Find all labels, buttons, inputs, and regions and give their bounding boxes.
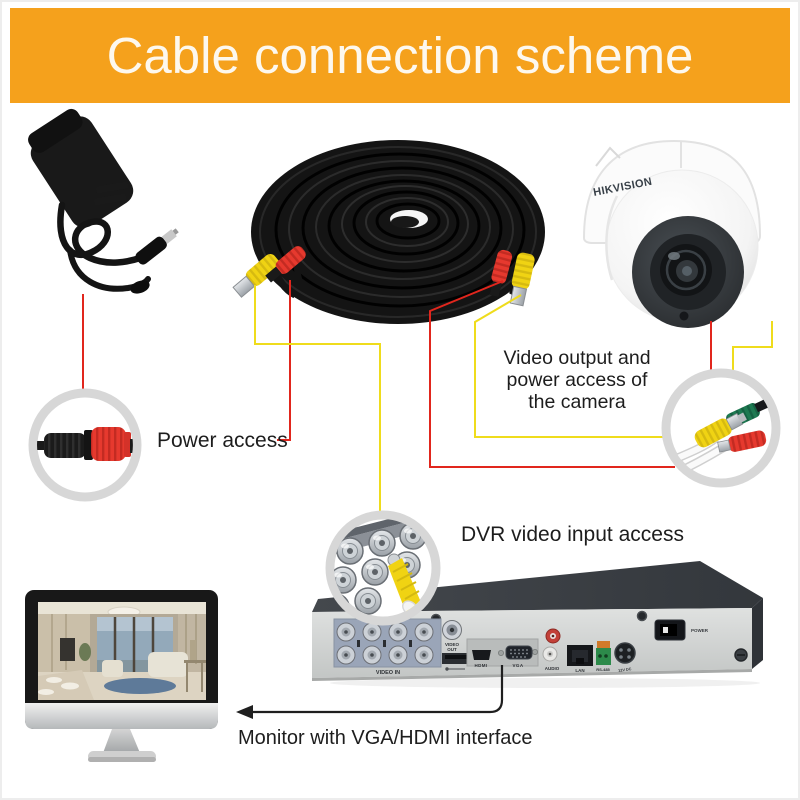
label-power-access: Power access [157,429,288,452]
dvr-vga-label: VGA [513,663,524,668]
dvr-hdmi-port [472,650,491,660]
dvr-input-circle [325,510,441,626]
line-coil-to-camera-circle-red [429,280,675,468]
dvr-video-out-label-2: OUT [447,647,457,652]
usb-icon [445,667,465,671]
arrowhead [236,705,253,719]
page-title: Cable connection scheme [106,27,694,84]
dome-camera: HIKVISION [582,139,762,328]
pigtail-red-connector [717,430,767,453]
dvr-power-label: POWER [691,628,709,633]
label-monitor: Monitor with VGA/HDMI interface [238,727,533,749]
dvr-video-in-panel: VIDEO IN [333,618,442,676]
title-banner: Cable connection scheme [10,8,790,103]
coil-left-power-connector [265,246,306,283]
label-camera-output-line3: the camera [528,391,626,413]
monitor [25,590,218,762]
dvr-vga-port [505,645,533,660]
label-camera-output-line1: Video output and [503,347,651,369]
power-plug-black [44,433,86,458]
line-coil-to-dvr-circle [254,285,381,517]
monitor-screen [38,602,206,700]
dvr-dc12v-label: 12V DC [618,667,632,673]
dvr-rs485-label: RS-485 [596,667,610,672]
coil-left-bnc-connector [232,253,281,298]
power-access-circle [28,388,142,502]
connection-lines [82,280,773,517]
line-camera-yellow [732,321,773,372]
pigtail-yellow-bnc [694,412,747,448]
camera-pigtail-circle [661,368,781,488]
power-jack-red [91,427,126,461]
label-camera-output-line2: power access of [506,369,648,391]
dvr-power-din [614,642,636,664]
dvr-rs485-block [597,641,610,648]
label-camera-output: Video output and power access of the cam… [492,347,662,413]
dvr-hdmi-label: HDMI [474,663,487,668]
label-dvr-input: DVR video input access [461,523,684,546]
cable-coil [232,140,545,324]
line-coil-to-power-label [277,280,291,441]
dvr-audio-label: AUDIO [545,666,560,671]
dc-barrel-connector [135,228,179,265]
dvr-video-in-label: VIDEO IN [376,670,400,676]
dvr-video-out-label-1: VIDEO [445,642,460,647]
dvr-yellow-plug [387,553,422,616]
monitor-arrow [236,665,504,719]
power-adapter [28,108,179,294]
monitor-stand [103,729,140,753]
dvr-lan-label: LAN [575,668,584,673]
line-coil-to-camera-circle-yellow [474,294,663,438]
